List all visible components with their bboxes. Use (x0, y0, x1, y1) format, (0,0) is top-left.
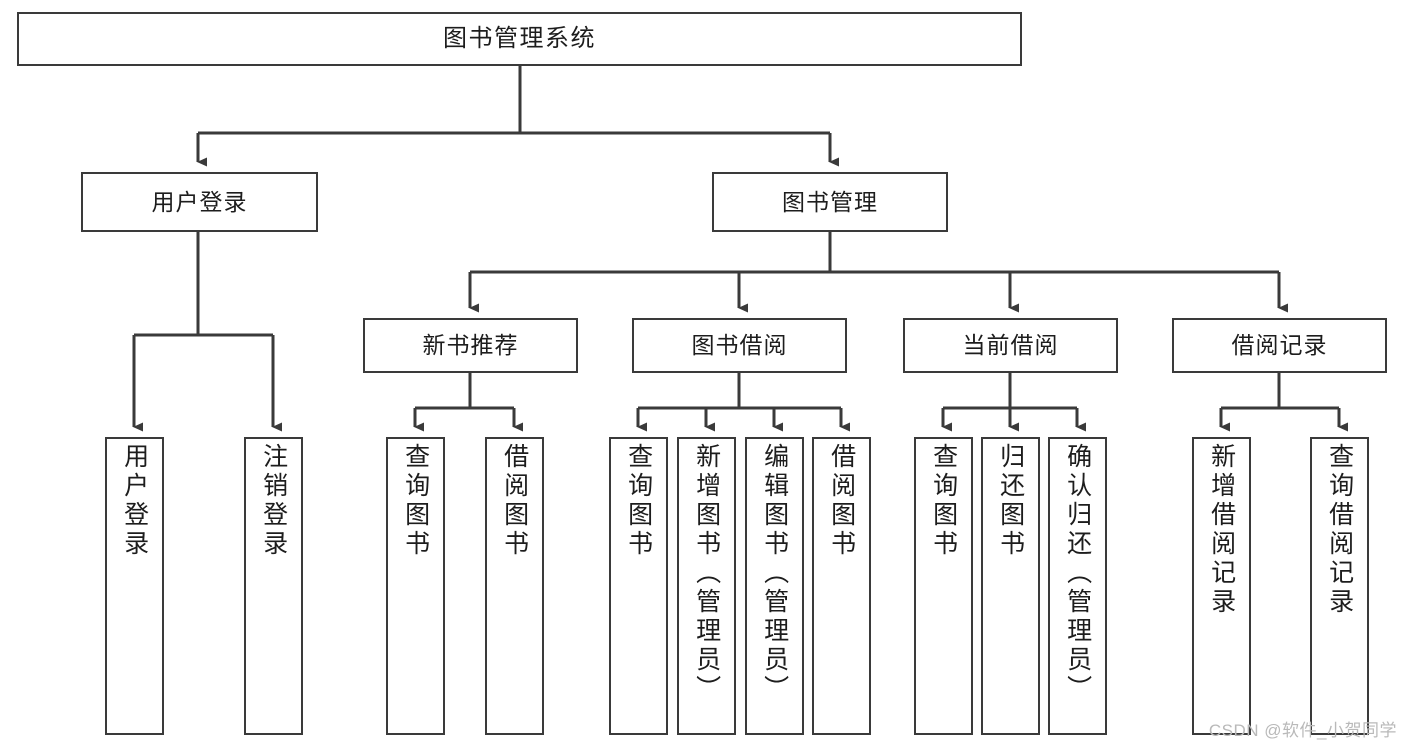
leaf-book-borrow-query[interactable]: 查询图书 (609, 437, 668, 735)
node-borrow-record[interactable]: 借阅记录 (1172, 318, 1387, 373)
node-label: 新增借阅记录 (1207, 443, 1236, 617)
node-label: 借阅图书 (827, 443, 856, 559)
node-new-book-recommend[interactable]: 新书推荐 (363, 318, 578, 373)
leaf-current-borrow-query[interactable]: 查询图书 (914, 437, 973, 735)
leaf-book-borrow-add[interactable]: 新增图书（管理员） (677, 437, 736, 735)
leaf-borrow-record-add[interactable]: 新增借阅记录 (1192, 437, 1251, 735)
leaf-new-book-query[interactable]: 查询图书 (386, 437, 445, 735)
node-book-management[interactable]: 图书管理 (712, 172, 948, 232)
node-label: 新书推荐 (422, 332, 519, 359)
node-label: 图书管理系统 (443, 25, 596, 53)
node-label: 用户登录 (120, 443, 149, 559)
node-label: 新增图书（管理员） (692, 443, 721, 704)
leaf-user-login-signout[interactable]: 注销登录 (244, 437, 303, 735)
node-label: 用户登录 (151, 188, 248, 215)
node-label: 图书借阅 (691, 332, 788, 359)
node-label: 查询图书 (929, 443, 958, 559)
node-label: 查询图书 (401, 443, 430, 559)
leaf-borrow-record-query[interactable]: 查询借阅记录 (1310, 437, 1369, 735)
node-current-borrow[interactable]: 当前借阅 (903, 318, 1118, 373)
csdn-watermark: CSDN @软件_小贺同学 (1208, 721, 1397, 740)
leaf-current-borrow-return[interactable]: 归还图书 (981, 437, 1040, 735)
leaf-current-borrow-confirm[interactable]: 确认归还（管理员） (1048, 437, 1107, 735)
leaf-book-borrow-edit[interactable]: 编辑图书（管理员） (745, 437, 804, 735)
node-book-borrow[interactable]: 图书借阅 (632, 318, 847, 373)
node-label: 查询借阅记录 (1325, 443, 1354, 617)
leaf-book-borrow-borrow[interactable]: 借阅图书 (812, 437, 871, 735)
node-label: 查询图书 (624, 443, 653, 559)
node-label: 借阅图书 (500, 443, 529, 559)
node-label: 归还图书 (996, 443, 1025, 559)
node-user-login[interactable]: 用户登录 (81, 172, 318, 232)
leaf-user-login-signin[interactable]: 用户登录 (105, 437, 164, 735)
leaf-new-book-borrow[interactable]: 借阅图书 (485, 437, 544, 735)
node-label: 图书管理 (782, 188, 878, 215)
node-root-system[interactable]: 图书管理系统 (17, 12, 1022, 66)
node-label: 注销登录 (259, 443, 288, 559)
node-label: 借阅记录 (1231, 332, 1328, 359)
node-label: 编辑图书（管理员） (760, 443, 789, 704)
node-label: 当前借阅 (962, 332, 1059, 359)
node-label: 确认归还（管理员） (1063, 443, 1092, 704)
